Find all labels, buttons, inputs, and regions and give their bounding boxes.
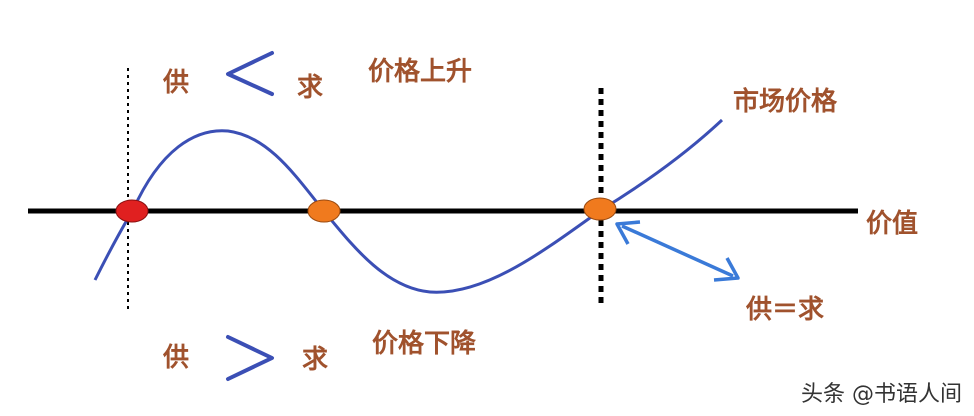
bottom-supply-label: 供 — [162, 343, 189, 373]
top-demand-label: 求 — [297, 73, 323, 103]
watermark: 头条 @书语人间 — [801, 382, 962, 407]
less-than-sign — [226, 51, 274, 96]
point-orange-right — [583, 197, 617, 221]
greater-than-sign — [226, 335, 274, 381]
market-price-label: 市场价格 — [733, 86, 838, 117]
point-red — [115, 199, 149, 223]
top-caption: 价格上升 — [368, 56, 472, 87]
equilibrium-arrow-shaft — [621, 224, 734, 278]
equilibrium-label: 供＝求 — [745, 295, 824, 325]
bottom-caption: 价格下降 — [372, 328, 477, 359]
top-supply-label: 供 — [162, 68, 189, 98]
market-price-curve — [93, 118, 724, 294]
value-label: 价值 — [866, 209, 918, 239]
equilibrium-arrow-head-start — [615, 220, 641, 245]
point-orange-middle — [307, 199, 341, 223]
equilibrium-arrow-head-end — [713, 257, 740, 282]
bottom-demand-label: 求 — [302, 345, 328, 375]
